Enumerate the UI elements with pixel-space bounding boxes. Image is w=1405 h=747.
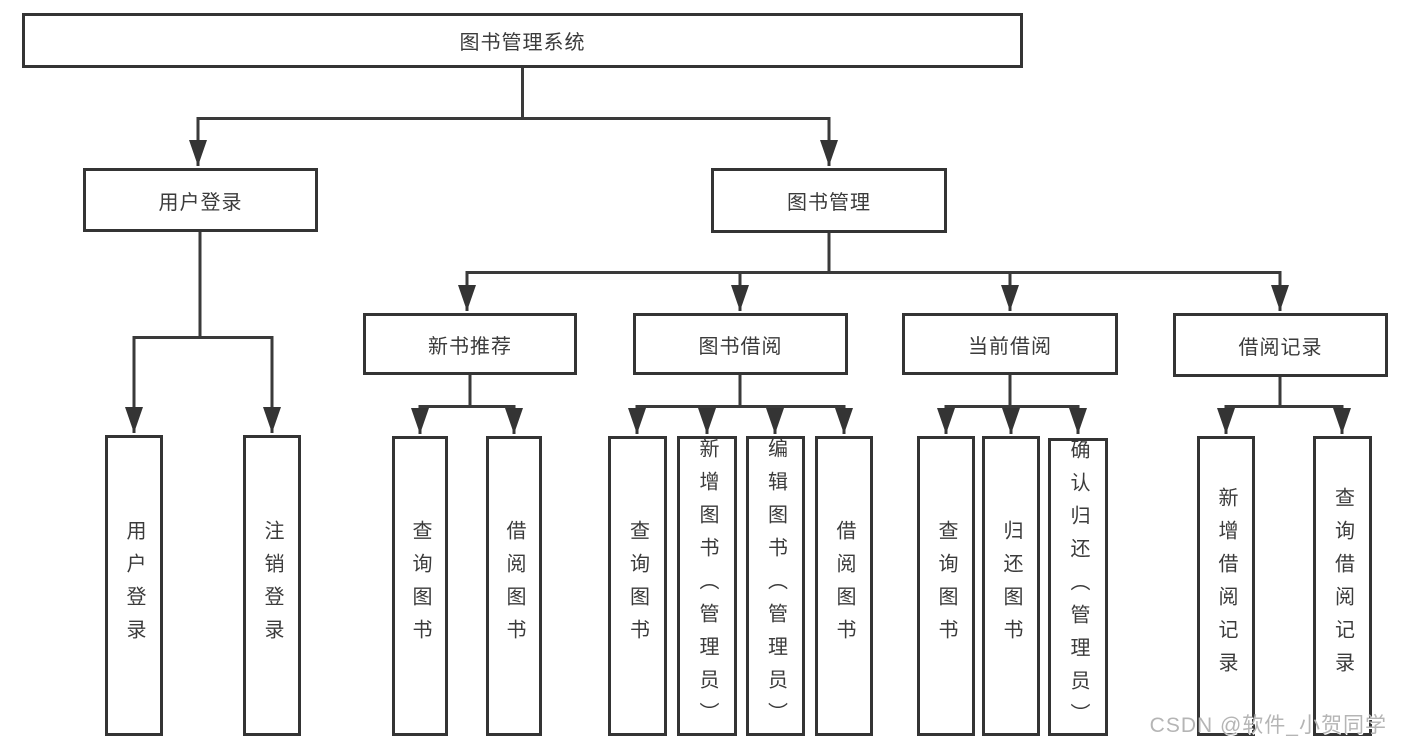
node-nb-borrow: 借阅图书 — [486, 436, 542, 736]
node-current-borrow-label: 当前借阅 — [968, 335, 1052, 358]
connector-root-rail — [196, 68, 831, 120]
node-bb-add-label: 新增图书（管理员） — [696, 437, 718, 735]
node-nb-query: 查询图书 — [392, 436, 448, 736]
node-ul-logout: 注销登录 — [243, 435, 301, 736]
node-book-borrow: 图书借阅 — [633, 313, 848, 375]
connector-user-login-rail — [132, 232, 274, 339]
node-cb-query: 查询图书 — [917, 436, 975, 736]
connector-book-mgmt-rail — [465, 233, 1282, 274]
node-user-login-label: 用户登录 — [158, 191, 243, 214]
node-current-borrow: 当前借阅 — [902, 313, 1118, 375]
node-bb-edit: 编辑图书（管理员） — [746, 436, 805, 736]
node-new-book-rec: 新书推荐 — [363, 313, 577, 375]
node-bb-borrow-label: 借阅图书 — [833, 520, 855, 652]
node-bb-borrow: 借阅图书 — [815, 436, 873, 736]
connector-borrow-records-rail — [1224, 377, 1344, 408]
node-cb-return: 归还图书 — [982, 436, 1040, 736]
connector-book-borrow-rail — [635, 375, 846, 408]
node-nb-query-label: 查询图书 — [409, 520, 431, 652]
node-root: 图书管理系统 — [22, 13, 1023, 68]
node-bb-query-label: 查询图书 — [626, 520, 649, 652]
node-ul-login: 用户登录 — [105, 435, 163, 736]
node-br-query: 查询借阅记录 — [1313, 436, 1372, 736]
node-new-book-rec-label: 新书推荐 — [428, 335, 512, 358]
node-br-query-label: 查询借阅记录 — [1331, 487, 1354, 685]
node-cb-query-label: 查询图书 — [935, 520, 957, 652]
node-ul-logout-label: 注销登录 — [261, 519, 283, 652]
node-user-login: 用户登录 — [83, 168, 318, 232]
node-bb-query: 查询图书 — [608, 436, 667, 736]
node-ul-login-label: 用户登录 — [123, 519, 145, 652]
node-bb-add: 新增图书（管理员） — [677, 436, 737, 736]
node-br-add: 新增借阅记录 — [1197, 436, 1255, 736]
node-nb-borrow-label: 借阅图书 — [503, 520, 525, 652]
node-book-mgmt-label: 图书管理 — [787, 192, 871, 214]
node-cb-confirm: 确认归还（管理员） — [1048, 438, 1108, 736]
connector-current-borrow-rail — [944, 375, 1080, 408]
node-cb-return-label: 归还图书 — [1000, 520, 1022, 652]
connector-new-book-rec-rail — [418, 375, 516, 408]
node-root-label: 图书管理系统 — [459, 32, 586, 54]
node-book-borrow-label: 图书借阅 — [698, 335, 783, 358]
node-borrow-records-label: 借阅记录 — [1238, 336, 1323, 359]
node-bb-edit-label: 编辑图书（管理员） — [764, 437, 787, 735]
node-book-mgmt: 图书管理 — [711, 168, 947, 233]
node-br-add-label: 新增借阅记录 — [1215, 487, 1237, 685]
node-cb-confirm-label: 确认归还（管理员） — [1067, 438, 1089, 736]
node-borrow-records: 借阅记录 — [1173, 313, 1388, 377]
watermark: CSDN @软件_小贺同学 — [1149, 714, 1387, 737]
